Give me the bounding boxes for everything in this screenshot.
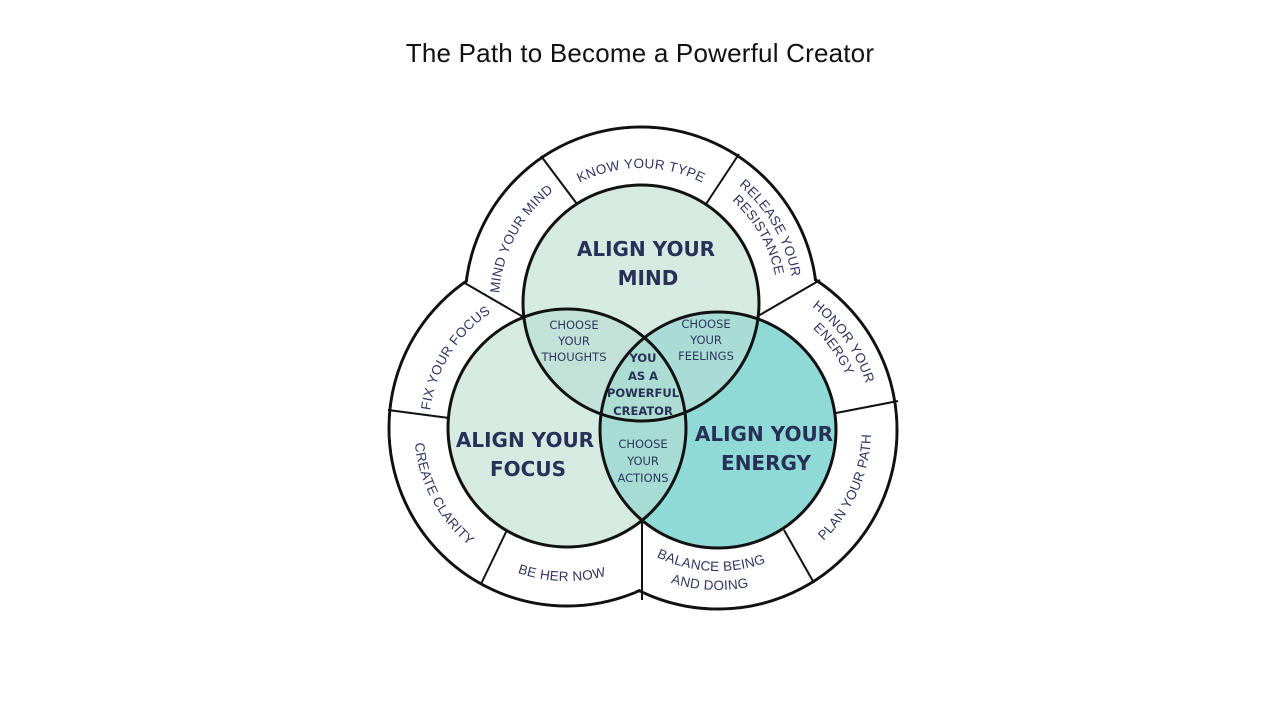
separator xyxy=(835,400,899,414)
separator xyxy=(480,529,508,585)
mind-circle-outline xyxy=(521,183,761,423)
center-overlap xyxy=(600,312,686,421)
page-title: The Path to Become a Powerful Creator xyxy=(405,38,875,68)
separator xyxy=(462,281,526,319)
separator xyxy=(387,409,450,419)
ring-separators xyxy=(387,153,899,600)
separator xyxy=(540,155,578,205)
separator xyxy=(783,529,815,584)
focus-circle-outline xyxy=(446,307,688,549)
separator xyxy=(757,279,821,317)
separator xyxy=(705,153,740,205)
energy-circle-outline xyxy=(598,310,838,550)
